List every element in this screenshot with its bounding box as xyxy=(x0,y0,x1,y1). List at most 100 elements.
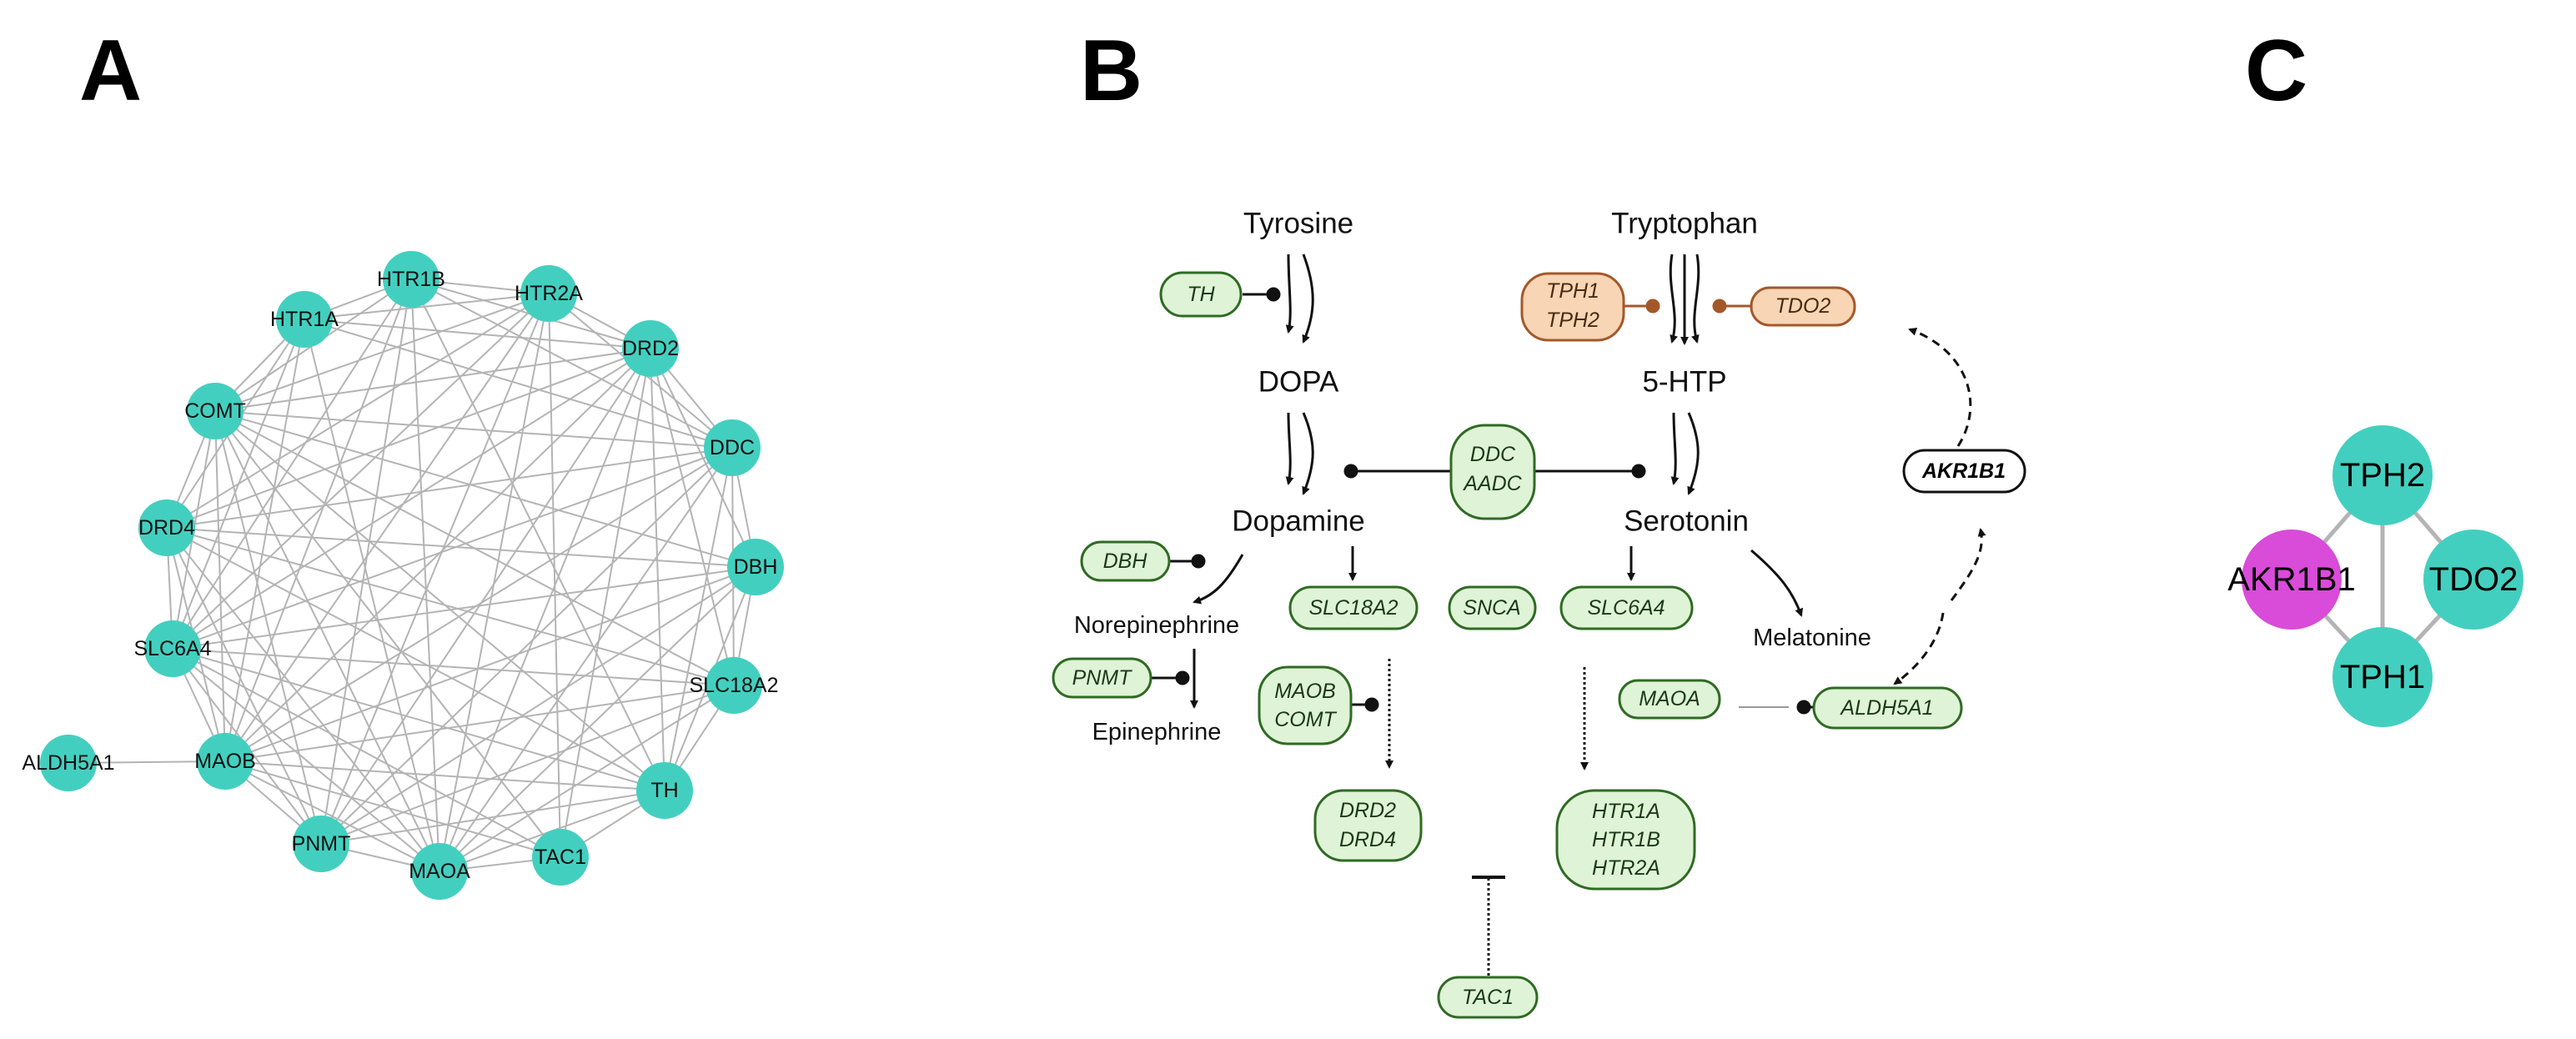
network-a-edge xyxy=(304,319,733,449)
gene-htr1b: HTR1B xyxy=(1592,828,1660,851)
network-a-node-circle xyxy=(187,383,244,439)
network-a-edge xyxy=(166,527,440,872)
network-a-node-label: ALDH5A1 xyxy=(22,751,114,775)
network-a-node-th: TH xyxy=(636,762,693,819)
network-a-node-comt: COMT xyxy=(184,383,246,439)
network-a-edge xyxy=(224,293,550,762)
panel-a-edges xyxy=(68,279,756,872)
network-a-edge xyxy=(172,648,735,686)
network-a-edge xyxy=(172,279,412,650)
network-a-edge xyxy=(214,410,733,449)
network-c-node-circle xyxy=(2242,530,2342,630)
metabolite-tryptophan: Tryptophan xyxy=(1611,208,1758,240)
network-a-edge xyxy=(320,447,733,845)
network-a-node-label: TAC1 xyxy=(535,846,586,869)
network-a-node-circle xyxy=(532,829,589,886)
network-a-edge xyxy=(320,566,756,845)
metabolite-norepinephrine: Norepinephrine xyxy=(1074,612,1239,639)
network-c-node-label: TPH1 xyxy=(2340,659,2425,695)
gene-slc6a4: SLC6A4 xyxy=(1587,596,1665,620)
network-a-edge xyxy=(320,348,651,845)
network-a-node-circle xyxy=(636,762,693,819)
gene-slc18a2: SLC18A2 xyxy=(1308,596,1398,620)
metabolite-tyrosine: Tyrosine xyxy=(1243,208,1353,240)
network-a-edge xyxy=(166,527,665,791)
gene-drd2: DRD2 xyxy=(1339,799,1396,822)
network-c-node-label: TPH2 xyxy=(2340,457,2425,494)
panel-a-letter: A xyxy=(79,23,142,119)
panel-a-network: HTR1BHTR2ADRD2DDCDBHSLC18A2THTAC1MAOAPNM… xyxy=(22,251,784,900)
network-a-edge xyxy=(172,293,550,650)
network-a-edge xyxy=(224,319,305,762)
network-a-edge xyxy=(304,293,550,320)
network-a-edge xyxy=(224,279,412,762)
network-a-node-circle xyxy=(144,620,201,677)
gene-maoa: MAOA xyxy=(1639,687,1700,710)
panel-a-nodes: HTR1BHTR2ADRD2DDCDBHSLC18A2THTAC1MAOAPNM… xyxy=(22,251,784,900)
gene-tdo2: TDO2 xyxy=(1775,294,1831,318)
network-a-edge xyxy=(650,348,665,791)
panel-c-letter: C xyxy=(2245,23,2307,119)
gene-th: TH xyxy=(1187,283,1215,306)
network-a-node-label: MAOA xyxy=(409,860,470,883)
gene-aldh5a1: ALDH5A1 xyxy=(1839,696,1933,720)
network-c-node-akr1b1: AKR1B1 xyxy=(2227,530,2356,630)
network-a-edge xyxy=(172,566,756,650)
network-c-node-tph2: TPH2 xyxy=(2332,425,2433,525)
network-a-edge xyxy=(166,527,756,568)
gene-maob: MAOB xyxy=(1274,680,1336,703)
gene-ddc: DDC xyxy=(1470,443,1516,466)
network-a-edge xyxy=(172,648,440,872)
metabolite-epinephrine: Epinephrine xyxy=(1092,719,1222,745)
network-a-edge xyxy=(172,319,305,650)
network-a-edge xyxy=(320,293,550,845)
gene-htr2a: HTR2A xyxy=(1592,856,1660,880)
gene-dbh: DBH xyxy=(1103,550,1148,573)
network-a-edge xyxy=(166,527,322,845)
network-a-node-htr1b: HTR1B xyxy=(377,251,445,308)
network-a-node-label: SLC6A4 xyxy=(133,637,211,660)
network-a-edge xyxy=(166,293,550,529)
network-a-edge xyxy=(224,348,651,762)
network-a-edge xyxy=(166,348,651,529)
network-a-edge xyxy=(214,410,665,791)
network-a-edge xyxy=(214,293,550,412)
network-a-node-circle xyxy=(704,419,761,476)
gene-comt: COMT xyxy=(1274,708,1337,731)
network-a-node-aldh5a1: ALDH5A1 xyxy=(22,735,115,791)
network-a-node-tac1: TAC1 xyxy=(532,829,589,886)
gene-pnmt: PNMT xyxy=(1072,666,1133,690)
network-a-edge xyxy=(304,319,651,349)
network-a-edge xyxy=(172,648,561,858)
network-a-edge xyxy=(410,279,733,449)
network-a-edge xyxy=(172,447,733,650)
network-a-edge xyxy=(224,760,440,872)
network-c-node-label: TDO2 xyxy=(2429,561,2518,598)
metabolite-dopa: DOPA xyxy=(1258,366,1339,399)
gene-htr1a: HTR1A xyxy=(1592,800,1660,823)
network-a-node-drd2: DRD2 xyxy=(622,320,679,377)
metabolite-serotonin: Serotonin xyxy=(1624,505,1749,538)
network-a-node-pnmt: PNMT xyxy=(292,816,350,872)
metabolite-dopamine: Dopamine xyxy=(1232,505,1365,538)
network-a-node-label: DBH xyxy=(734,555,778,579)
network-a-edge xyxy=(224,760,665,791)
network-a-edge xyxy=(224,566,756,762)
regulator-links-orange xyxy=(1624,299,1751,314)
network-a-node-ddc: DDC xyxy=(704,419,761,476)
network-a-node-maoa: MAOA xyxy=(409,843,470,900)
network-a-edge xyxy=(320,790,665,845)
network-a-edge xyxy=(172,648,665,791)
network-a-node-circle xyxy=(40,735,97,791)
network-a-edge xyxy=(320,685,735,845)
network-c-node-tdo2: TDO2 xyxy=(2423,530,2523,630)
gene-drd4: DRD4 xyxy=(1339,828,1396,851)
network-a-node-label: DRD2 xyxy=(622,337,679,360)
network-a-edge xyxy=(214,410,322,845)
network-a-node-label: HTR2A xyxy=(515,282,583,305)
metabolite-5-htp: 5-HTP xyxy=(1642,366,1726,399)
network-a-node-circle xyxy=(727,539,784,595)
network-a-edge xyxy=(560,348,651,858)
